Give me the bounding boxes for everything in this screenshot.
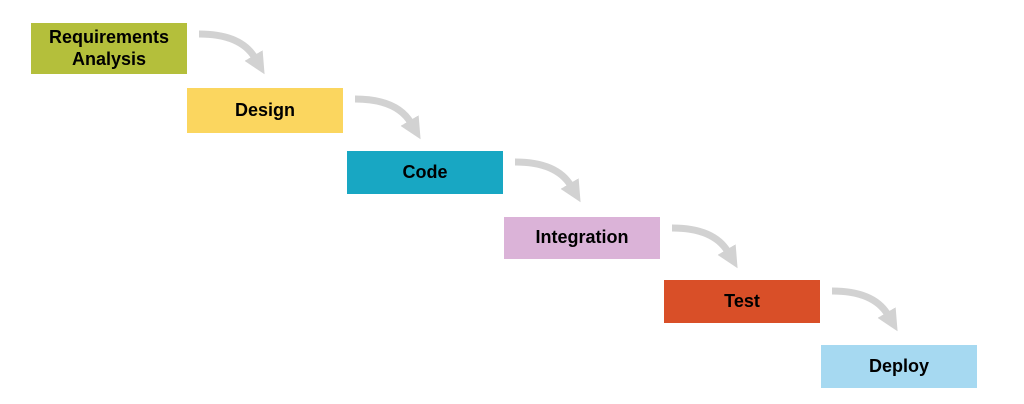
step-box-requirements-analysis: Requirements Analysis bbox=[31, 23, 187, 74]
curved-arrow-icon bbox=[354, 95, 421, 140]
step-box-design: Design bbox=[187, 88, 343, 133]
step-label: Code bbox=[402, 161, 448, 182]
curved-arrow-icon bbox=[514, 158, 581, 203]
curved-arrow-icon bbox=[671, 224, 738, 269]
step-box-code: Code bbox=[347, 151, 503, 194]
curved-arrow-icon bbox=[831, 287, 898, 332]
step-label: Design bbox=[234, 99, 295, 120]
step-label: Requirements Analysis bbox=[48, 27, 170, 69]
curved-arrow-icon bbox=[198, 30, 265, 75]
step-box-integration: Integration bbox=[504, 217, 660, 259]
step-box-test: Test bbox=[664, 280, 820, 323]
step-label: Integration bbox=[535, 227, 629, 248]
step-label: Test bbox=[724, 290, 760, 311]
step-label: Deploy bbox=[868, 355, 929, 376]
step-box-deploy: Deploy bbox=[821, 345, 977, 388]
